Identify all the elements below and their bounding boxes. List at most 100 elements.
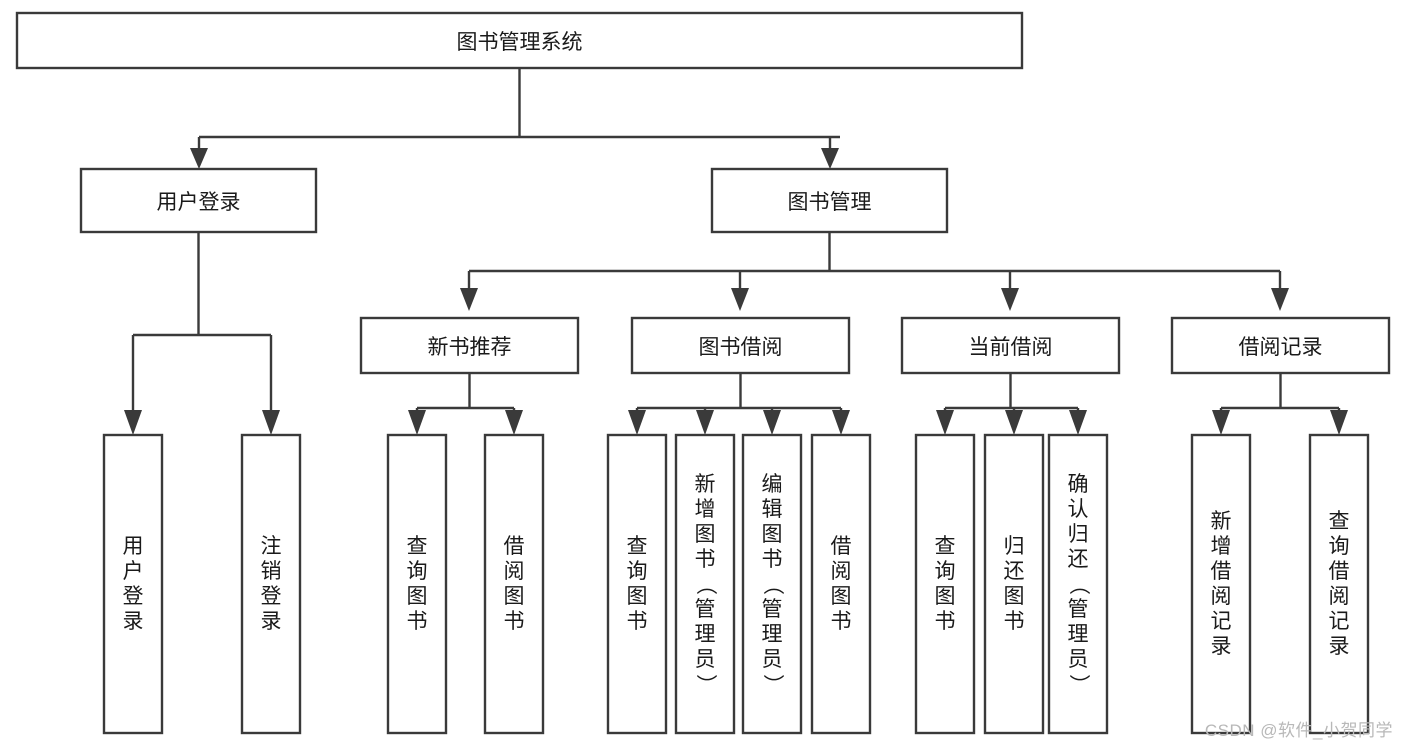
- vertical-char: 书: [503, 610, 525, 633]
- vertical-char: 图: [503, 585, 525, 608]
- node-user-login-box[interactable]: [79, 167, 318, 234]
- vertical-char: 录: [122, 610, 144, 633]
- node-current-borrow-label: 当前借阅: [968, 335, 1053, 359]
- leaf-label-logout: 注销登录: [242, 435, 300, 733]
- vertical-char: 书: [694, 547, 716, 571]
- vertical-char: （: [760, 573, 784, 595]
- leaf-box-br-add[interactable]: [1190, 433, 1252, 735]
- arrow-bookborrow-leaf-4: [832, 410, 850, 435]
- vertical-char: 理: [694, 622, 716, 646]
- vertical-char: 询: [406, 560, 428, 583]
- vertical-char: 录: [260, 610, 282, 633]
- arrow-to-book-borrow: [731, 288, 749, 311]
- leaf-label-bb-add: 新增图书（管理员）: [676, 435, 734, 733]
- arrow-to-leaf-user-login: [124, 410, 142, 435]
- vertical-char: 图: [1003, 585, 1025, 608]
- vertical-char: 理: [761, 622, 783, 646]
- vertical-char: 书: [934, 610, 956, 633]
- arrow-newbook-leaf-2: [505, 410, 523, 435]
- arrow-currentborrow-leaf-1: [936, 410, 954, 435]
- vertical-char: 还: [1067, 547, 1089, 571]
- node-root-label: 图书管理系统: [456, 30, 583, 54]
- node-book-borrow-box[interactable]: [630, 316, 851, 375]
- vertical-char: 记: [1210, 610, 1232, 633]
- vertical-char: 记: [1328, 610, 1350, 633]
- arrow-to-current-borrow: [1001, 288, 1019, 311]
- vertical-char: 用: [122, 535, 144, 558]
- vertical-char: 书: [830, 610, 852, 633]
- vertical-char: 管: [1067, 597, 1089, 621]
- vertical-char: （: [1066, 573, 1090, 595]
- vertical-char: 借: [1210, 560, 1232, 583]
- vertical-char: 还: [1003, 560, 1025, 583]
- vertical-char: 员: [694, 647, 716, 671]
- leaf-box-bb-query[interactable]: [606, 433, 668, 735]
- node-current-borrow-box[interactable]: [900, 316, 1121, 375]
- arrow-bookborrow-leaf-2: [696, 410, 714, 435]
- vertical-char: ）: [693, 673, 717, 695]
- vertical-char: 新: [694, 472, 716, 496]
- vertical-char: 归: [1067, 522, 1089, 546]
- csdn-watermark: CSDN @软件_小贺同学: [1204, 721, 1393, 740]
- leaf-label-user-login: 用户登录: [104, 435, 162, 733]
- vertical-char: 查: [626, 535, 648, 558]
- vertical-char: 图: [694, 522, 716, 546]
- vertical-char: 查: [934, 535, 956, 558]
- leaf-box-newbook-query[interactable]: [386, 433, 448, 735]
- leaf-box-bb-add[interactable]: [674, 433, 736, 735]
- leaf-label-cb-query: 查询图书: [916, 435, 974, 733]
- arrow-currentborrow-leaf-3: [1069, 410, 1087, 435]
- vertical-char: 书: [761, 547, 783, 571]
- vertical-char: 书: [406, 610, 428, 633]
- vertical-char: 录: [1328, 635, 1350, 658]
- vertical-char: 管: [694, 597, 716, 621]
- leaf-box-user-login[interactable]: [102, 433, 164, 735]
- arrow-newbook-leaf-1: [408, 410, 426, 435]
- leaf-label-bb-query: 查询图书: [608, 435, 666, 733]
- leaf-box-newbook-borrow[interactable]: [483, 433, 545, 735]
- node-book-mgmt-label: 图书管理: [787, 190, 872, 214]
- vertical-char: 增: [694, 497, 716, 521]
- leaf-box-bb-edit[interactable]: [741, 433, 803, 735]
- leaf-box-cb-return[interactable]: [983, 433, 1045, 735]
- vertical-char: （: [693, 573, 717, 595]
- vertical-char: 编: [761, 472, 783, 496]
- leaf-box-bb-borrow[interactable]: [810, 433, 872, 735]
- leaf-label-cb-return: 归还图书: [985, 435, 1043, 733]
- leaf-box-cb-confirm[interactable]: [1047, 433, 1109, 735]
- leaf-box-cb-query[interactable]: [914, 433, 976, 735]
- vertical-char: 注: [260, 535, 282, 558]
- vertical-char: 员: [1067, 647, 1089, 671]
- vertical-char: 户: [122, 560, 144, 583]
- arrow-to-new-book: [460, 288, 478, 311]
- vertical-char: 查: [1328, 510, 1350, 533]
- vertical-char: 阅: [1210, 585, 1232, 608]
- vertical-char: 销: [260, 560, 282, 583]
- vertical-char: 图: [406, 585, 428, 608]
- vertical-char: 认: [1067, 497, 1089, 521]
- vertical-char: 阅: [830, 560, 852, 583]
- vertical-char: 图: [934, 585, 956, 608]
- vertical-char: 图: [626, 585, 648, 608]
- node-new-book-box[interactable]: [359, 316, 580, 375]
- vertical-char: 书: [1003, 610, 1025, 633]
- arrow-currentborrow-leaf-2: [1005, 410, 1023, 435]
- arrow-to-user-login: [190, 148, 208, 169]
- vertical-char: 图: [830, 585, 852, 608]
- vertical-char: 管: [761, 597, 783, 621]
- arrow-bookborrow-leaf-3: [763, 410, 781, 435]
- node-book-mgmt-box[interactable]: [710, 167, 949, 234]
- leaf-label-br-query: 查询借阅记录: [1310, 435, 1368, 733]
- vertical-char: 借: [1328, 560, 1350, 583]
- vertical-char: 确: [1067, 472, 1089, 496]
- vertical-char: 阅: [503, 560, 525, 583]
- vertical-char: 借: [503, 535, 525, 558]
- node-borrow-record-label: 借阅记录: [1238, 335, 1323, 359]
- vertical-char: 查: [406, 535, 428, 558]
- node-root-box[interactable]: [15, 11, 1024, 70]
- vertical-char: 员: [761, 647, 783, 671]
- vertical-char: 录: [1210, 635, 1232, 658]
- leaf-box-br-query[interactable]: [1308, 433, 1370, 735]
- vertical-char: 书: [626, 610, 648, 633]
- leaf-box-logout[interactable]: [240, 433, 302, 735]
